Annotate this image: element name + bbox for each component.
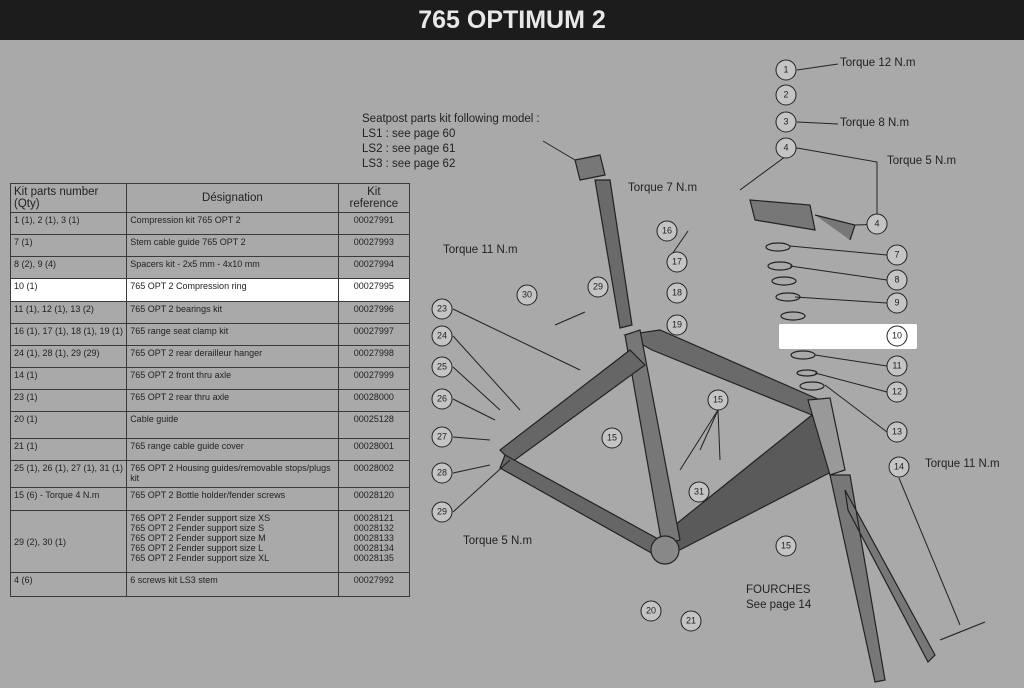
part-callout: 4 xyxy=(866,213,888,235)
table-row: 24 (1), 28 (1), 29 (29)765 OPT 2 rear de… xyxy=(9,345,411,368)
bottom-bracket xyxy=(650,535,680,565)
part-callout: 16 xyxy=(656,220,678,242)
part-callout: 20 xyxy=(640,600,662,622)
kit-parts-cell: 11 (1), 12 (1), 13 (2) xyxy=(9,301,128,324)
torque-label: Torque 5 N.m xyxy=(887,155,957,167)
part-callout: 8 xyxy=(886,269,908,291)
part-callout: 28 xyxy=(431,462,453,484)
part-callout: 29 xyxy=(431,501,453,523)
seatpost xyxy=(594,179,633,329)
part-callout: 24 xyxy=(431,325,453,347)
kit-reference-cell: 00028121 00028132 00028133 00028134 0002… xyxy=(337,510,411,573)
part-callout: 23 xyxy=(431,298,453,320)
torque-label: Torque 8 N.m xyxy=(840,117,910,129)
part-callout: 19 xyxy=(666,314,688,336)
table-row: 8 (2), 9 (4)Spacers kit - 2x5 mm - 4x10 … xyxy=(9,256,411,279)
saddle-clamp xyxy=(574,154,606,181)
designation-cell: Cable guide xyxy=(126,411,339,439)
torque-label: Torque 11 N.m xyxy=(925,458,1000,470)
fork-note-line: See page 14 xyxy=(746,599,812,611)
spacer xyxy=(765,242,791,252)
part-callout: 11 xyxy=(886,355,908,377)
part-callout: 18 xyxy=(666,282,688,304)
part-callout: 31 xyxy=(688,481,710,503)
torque-label: Torque 12 N.m xyxy=(840,57,916,69)
spacer xyxy=(767,261,793,271)
part-callout: 25 xyxy=(431,356,453,378)
part-callout: 7 xyxy=(886,244,908,266)
designation-cell: 765 OPT 2 rear thru axle xyxy=(126,389,339,412)
column-header: Kit parts number (Qty) xyxy=(9,183,128,213)
part-callout: 1 xyxy=(775,59,797,81)
spacer xyxy=(771,276,797,286)
part-callout: 15 xyxy=(707,389,729,411)
column-header: Kit reference xyxy=(337,183,411,213)
kit-parts-table: Kit parts number (Qty) Désignation Kit r… xyxy=(9,183,411,597)
designation-cell: 765 OPT 2 Bottle holder/fender screws xyxy=(126,487,339,511)
spacer xyxy=(780,311,806,321)
designation-cell: 765 OPT 2 Fender support size XS 765 OPT… xyxy=(126,510,339,573)
bearing xyxy=(799,381,825,391)
torque-label: Torque 7 N.m xyxy=(628,182,698,194)
torque-label: Torque 11 N.m xyxy=(443,244,518,256)
table-row: 16 (1), 17 (1), 18 (1), 19 (1)765 range … xyxy=(9,323,411,346)
designation-cell: 765 range seat clamp kit xyxy=(126,323,339,346)
part-callout: 12 xyxy=(886,381,908,403)
part-callout: 27 xyxy=(431,426,453,448)
kit-parts-cell: 8 (2), 9 (4) xyxy=(9,256,128,279)
seatpost-note-line: Seatpost parts kit following model : xyxy=(362,113,540,125)
fork xyxy=(829,474,936,683)
kit-reference-cell: 00028120 xyxy=(337,487,411,511)
bearing xyxy=(790,350,816,360)
kit-parts-cell: 20 (1) xyxy=(9,411,128,439)
page-title: 765 OPTIMUM 2 xyxy=(0,0,1024,40)
stem xyxy=(749,199,856,241)
front-axle xyxy=(939,621,986,641)
kit-reference-cell: 00025128 xyxy=(337,411,411,439)
part-callout: 9 xyxy=(886,292,908,314)
part-callout: 21 xyxy=(680,610,702,632)
designation-cell: 6 screws kit LS3 stem xyxy=(126,572,339,597)
part-callout: 10 xyxy=(886,325,908,347)
part-callout: 14 xyxy=(888,456,910,478)
kit-parts-cell: 1 (1), 2 (1), 3 (1) xyxy=(9,212,128,235)
part-callout: 15 xyxy=(601,427,623,449)
seatpost-note-line: LS2 : see page 61 xyxy=(362,143,456,155)
part-callout: 13 xyxy=(886,421,908,443)
frame-seat-tube xyxy=(624,329,681,546)
part-callout: 26 xyxy=(431,388,453,410)
fork-note-line: FOURCHES xyxy=(746,584,811,596)
table-row: 11 (1), 12 (1), 13 (2)765 OPT 2 bearings… xyxy=(9,301,411,324)
kit-reference-cell: 00027995 xyxy=(337,278,411,302)
seatpost-note-line: LS3 : see page 62 xyxy=(362,158,456,170)
torque-label: Torque 5 N.m xyxy=(463,535,533,547)
part-callout: 17 xyxy=(666,251,688,273)
rear-axle xyxy=(554,311,586,326)
column-header: Désignation xyxy=(126,183,339,213)
seatpost-note: Seatpost parts kit following model : LS1… xyxy=(362,112,540,172)
bearing xyxy=(796,369,818,377)
part-callout: 15 xyxy=(775,535,797,557)
kit-reference-cell: 00027992 xyxy=(337,572,411,597)
part-callout: 4 xyxy=(775,137,797,159)
head-tube xyxy=(807,397,846,476)
fork-note: FOURCHES See page 14 xyxy=(746,583,811,613)
part-callout: 3 xyxy=(775,111,797,133)
kit-parts-cell: 4 (6) xyxy=(9,572,128,597)
part-callout: 2 xyxy=(775,84,797,106)
seatpost-note-line: LS1 : see page 60 xyxy=(362,128,456,140)
part-callout: 29 xyxy=(587,276,609,298)
part-callout: 30 xyxy=(516,284,538,306)
table-header-row: Kit parts number (Qty) Désignation Kit r… xyxy=(9,183,411,213)
